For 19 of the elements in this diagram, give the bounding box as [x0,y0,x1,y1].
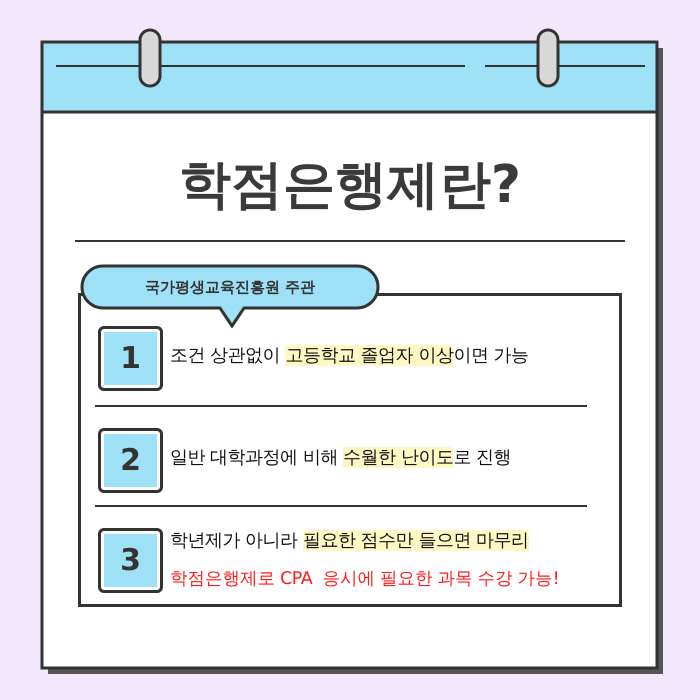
step-text: 로 진행 [453,447,512,468]
step-number: 2 [120,443,141,478]
note-text: 학점은행제로 CPA 응시에 필요한 과목 수강 가능! [170,569,560,589]
number-badge [98,428,163,493]
highlighted-text: 필요한 점수만 들으면 마무리 [302,530,529,551]
title: 학점은행제란? [178,154,522,217]
step-text: 일반 대학과정에 비해 [170,447,339,468]
number-badge [98,528,163,593]
content-panel [78,293,622,607]
step-text: 이면 가능 [453,345,529,366]
step-text: 학년제가 아니라 [170,530,299,551]
bubble-text: 국가평생교육진흥원 주관 [144,277,316,298]
number-badge [98,326,163,391]
step-number: 3 [120,543,141,578]
highlighted-text: 고등학교 졸업자 이상 [285,345,454,366]
step-number: 1 [120,341,141,376]
step-text: 조건 상관없이 [170,345,282,366]
speech-bubble [80,264,380,328]
highlighted-text: 수월한 난이도 [343,447,454,468]
